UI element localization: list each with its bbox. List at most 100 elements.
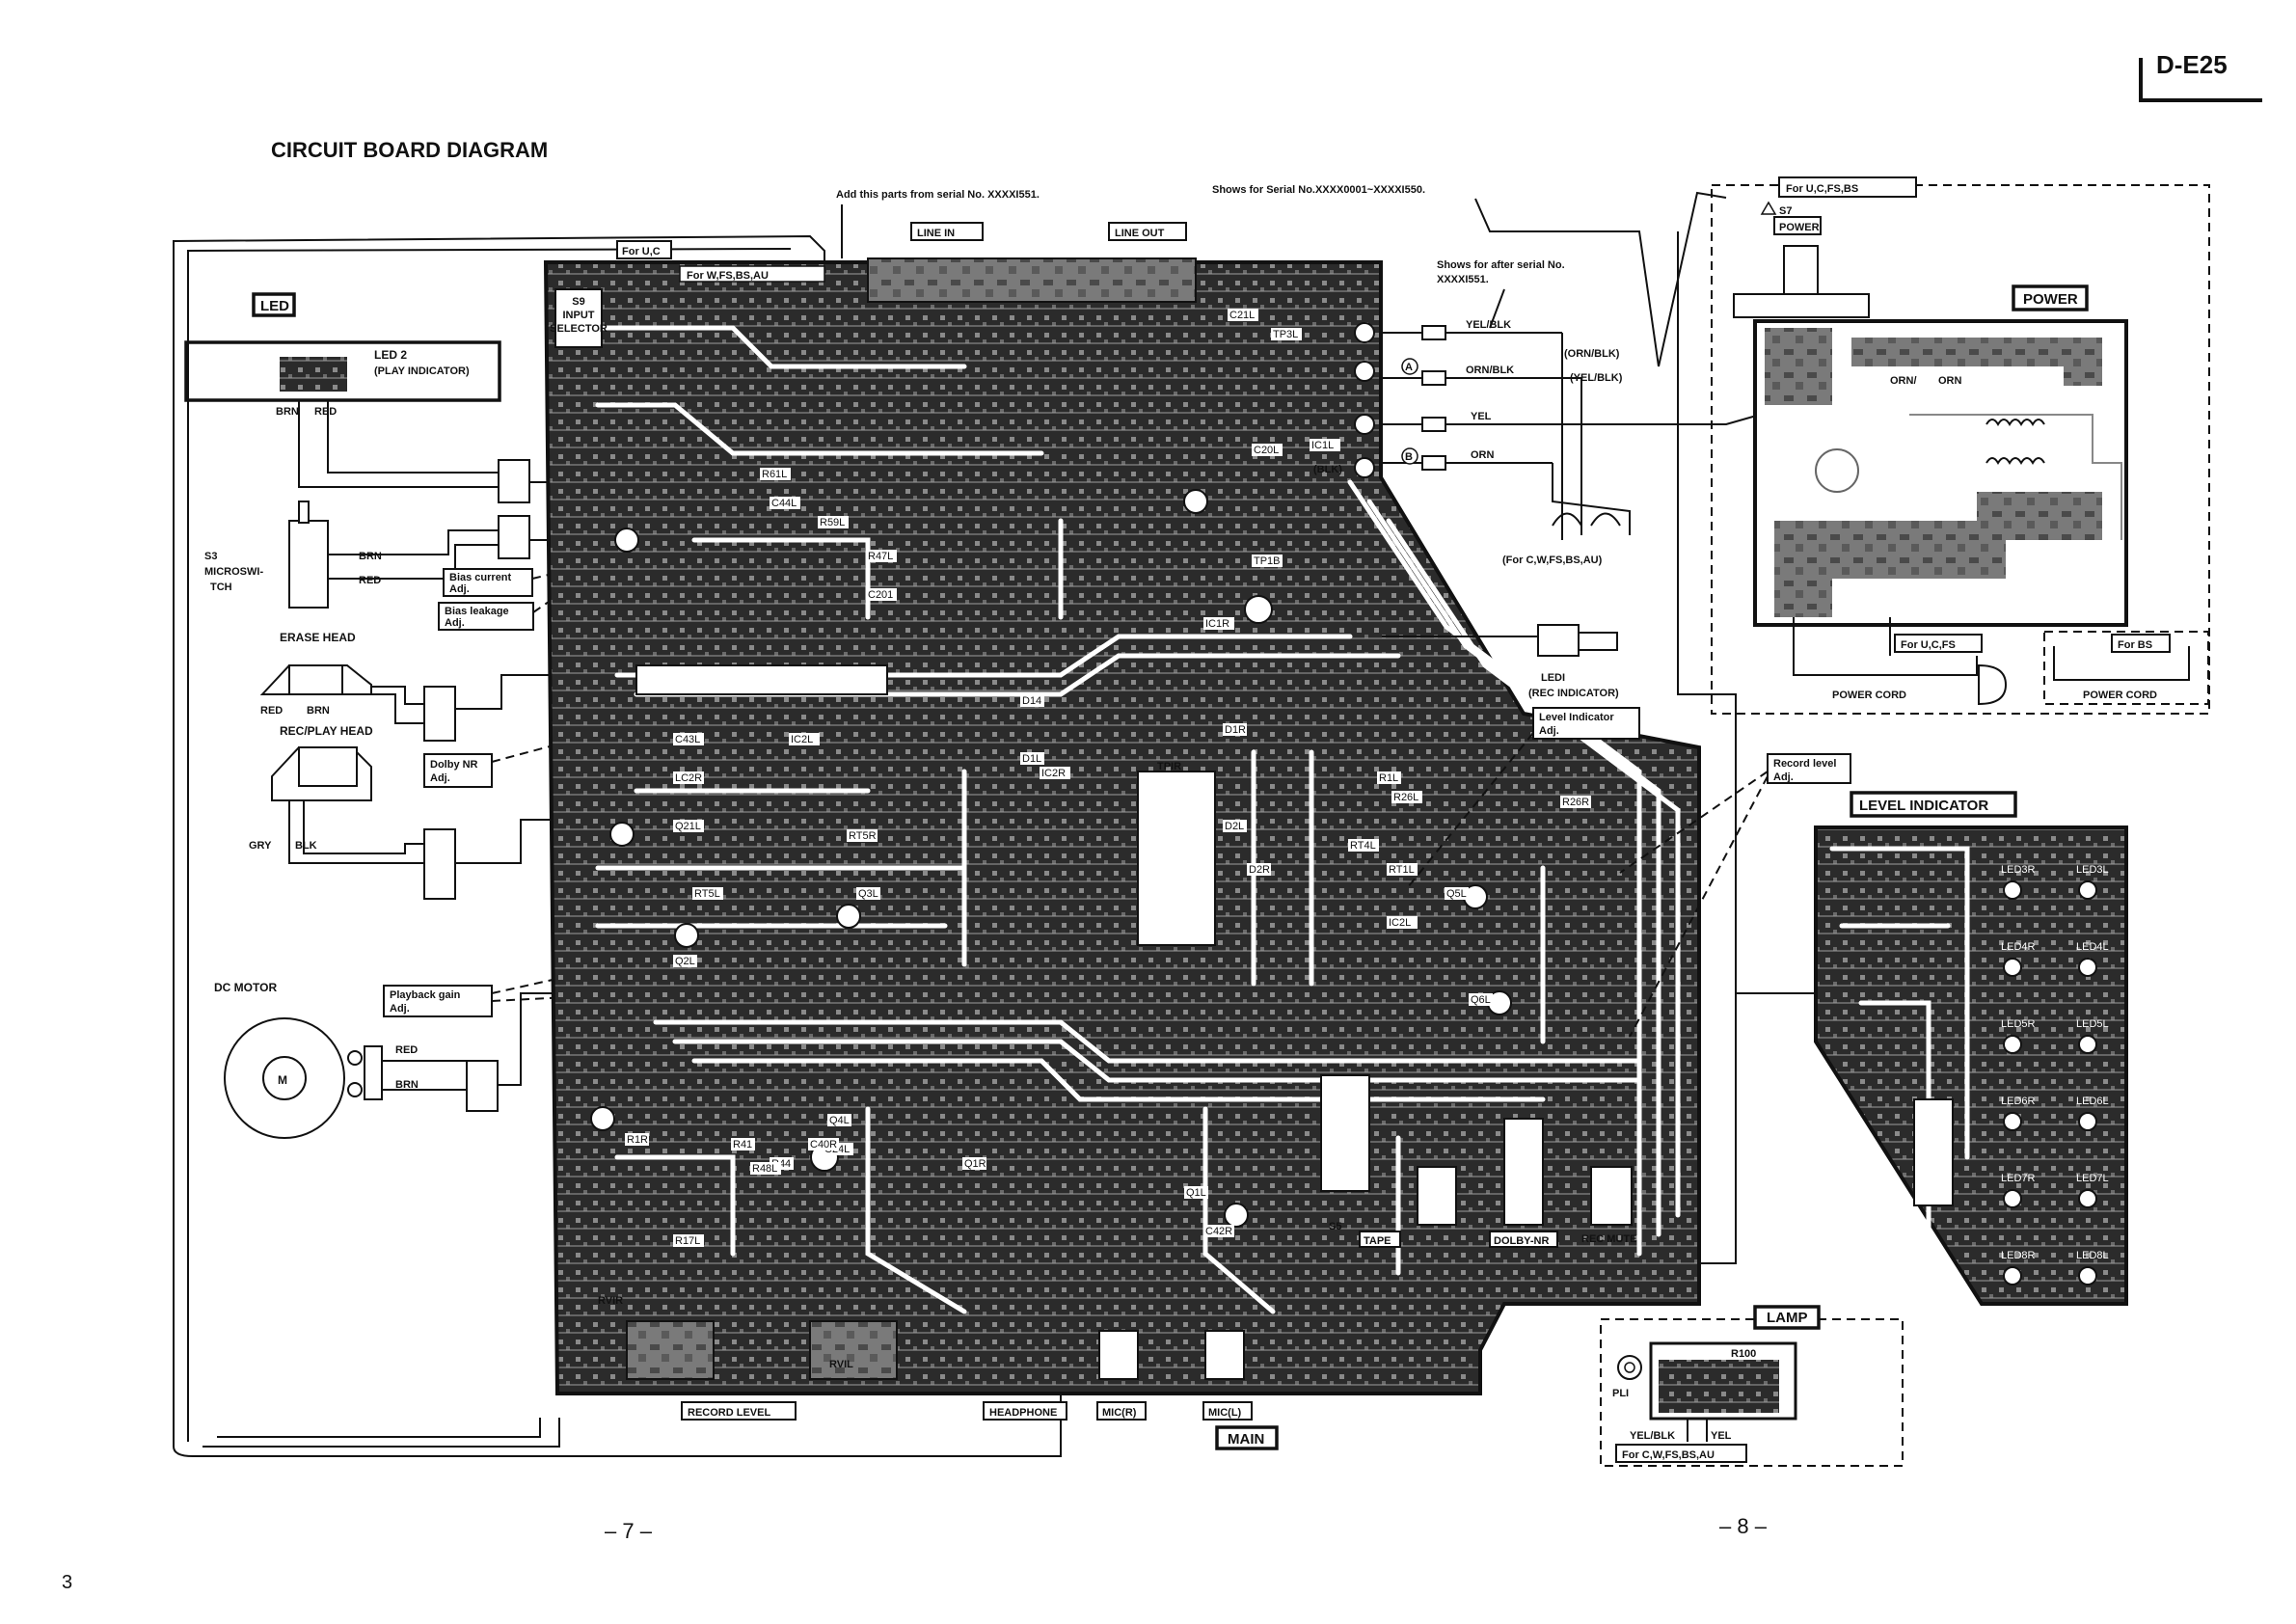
record-level-adj-callout: Record level Adj.	[1619, 753, 1851, 1038]
level-indicator-board-label: LEVEL INDICATOR	[1859, 798, 1988, 814]
power-cord-label-1: POWER CORD	[1832, 690, 1906, 701]
led1-group: LEDI (REC INDICATOR)	[1382, 624, 1619, 699]
tag-for-bs: For BS	[2118, 639, 2152, 651]
s3-label: S3	[204, 551, 217, 562]
part-ref-label: Q21L	[675, 821, 701, 832]
part-ref-label: R48L	[752, 1163, 777, 1175]
level-led-icon	[2078, 1112, 2097, 1131]
wire-yel-blk-paren: (YEL/BLK)	[1570, 372, 1623, 384]
led2-label: LED 2	[374, 348, 407, 362]
bias-current-label: Bias current	[449, 572, 512, 583]
power-wire-group: YEL/BLK ORN/BLK YEL ORN A B (ORN/BLK) (Y…	[1313, 191, 1795, 1264]
record-level-adj-sub: Adj.	[1773, 771, 1794, 783]
level-led-icon	[2078, 958, 2097, 977]
led-board-label-box	[252, 292, 296, 317]
part-ref-label: Q4L	[829, 1115, 850, 1126]
power-board-label: POWER	[2023, 291, 2078, 308]
level-indicator-adj-sub: Adj.	[1539, 725, 1559, 737]
playback-gain-adj: Adj.	[390, 1003, 410, 1015]
level-led-label: LED5R	[2001, 1018, 2036, 1030]
part-ref-label: D1R	[1225, 724, 1246, 736]
level-led-label: LED3L	[2076, 864, 2109, 876]
switch-dolby-nr	[1503, 1118, 1544, 1226]
connector-cn-head	[423, 828, 456, 900]
jack-mic-r	[1098, 1330, 1139, 1380]
power-section-group: For U,C,FS,BS S7 POWER POWER ORN/ ORN Fo…	[1711, 176, 2210, 715]
wire-orn: ORN	[1471, 449, 1495, 461]
model-frame-line	[2139, 58, 2143, 102]
marker-b: B	[1405, 451, 1413, 463]
page-number-left: – 7 –	[605, 1519, 652, 1543]
wire-yel: YEL	[1471, 411, 1492, 422]
bias-current-adj: Adj.	[449, 583, 470, 595]
part-ref-label: C42R	[1205, 1226, 1232, 1237]
s3-label-2: MICROSWI-	[204, 566, 263, 578]
dc-motor-group: DC MOTOR M RED BRN	[214, 981, 419, 1139]
part-ref-label: TP3L	[1273, 329, 1298, 340]
switch-rec-mute	[1590, 1166, 1633, 1226]
level-led-label: LED8R	[2001, 1250, 2036, 1261]
part-ref-label: Q2L	[675, 956, 695, 967]
lamp-board-label: LAMP	[1767, 1310, 1808, 1326]
power-switch-knob	[1783, 245, 1819, 295]
part-ref-label: Q3L	[858, 888, 878, 900]
part-ref-label: C20L	[1254, 445, 1279, 456]
erase-head-label: ERASE HEAD	[280, 631, 356, 644]
part-ref-label: R59L	[820, 517, 845, 528]
part-ref-label: RT4L	[1350, 840, 1376, 852]
marker-a: A	[1405, 362, 1413, 373]
level-led-label: LED6L	[2076, 1096, 2109, 1107]
lamp-section-group: LAMP R100 PLI YEL/BLK YEL For C,W,FS,BS,…	[1600, 1305, 1904, 1467]
main-ic	[1137, 771, 1216, 946]
lamp-dashed-region	[1600, 1318, 1904, 1467]
level-led-label: LED5L	[2076, 1018, 2109, 1030]
power-cord-label-2: POWER CORD	[2083, 690, 2157, 701]
led-board-label: LED	[260, 298, 289, 314]
main-ic-label: TPIR	[1157, 761, 1181, 772]
wire-orn-blk-paren: (ORN/BLK)	[1564, 348, 1620, 360]
power-switch-label: POWER	[1779, 222, 1820, 233]
connector-cn-motor	[466, 1060, 499, 1112]
s3-actuator	[298, 501, 310, 524]
part-ref-label: C43L	[675, 734, 700, 745]
note-shows-after-2: XXXXI551.	[1437, 274, 1489, 285]
for-bs-dashed	[2043, 631, 2209, 705]
wire-red-erase: RED	[260, 705, 283, 717]
s3-label-3: TCH	[210, 582, 232, 593]
part-ref-label: RT5L	[694, 888, 720, 900]
ic-row-upper	[635, 664, 888, 695]
s9-label: S9	[572, 296, 584, 308]
part-ref-label: RT5R	[849, 830, 877, 842]
level-indicator-board	[1814, 826, 2128, 1306]
main-board-group: TPIR S9 INPUT SELECTOR	[543, 240, 1701, 1395]
wire-red-led: RED	[314, 406, 337, 418]
led-board-group: LED LED 2 (PLAY INDICATOR) BRN RED	[184, 292, 501, 418]
wire-orn-blk: ORN/BLK	[1466, 365, 1514, 376]
level-led-icon	[2003, 1035, 2022, 1054]
r100-label: R100	[1731, 1348, 1756, 1360]
led-board-pcb	[280, 357, 347, 392]
level-led-icon	[2078, 1035, 2097, 1054]
level-led-label: LED4L	[2076, 941, 2109, 953]
part-ref-label: TP1B	[1254, 555, 1281, 567]
connector-cn-led	[498, 459, 530, 503]
s5-label: S5	[1329, 1221, 1341, 1232]
main-board-label: MAIN	[1228, 1431, 1264, 1448]
pot-rv1l	[809, 1320, 898, 1380]
tape-label: TAPE	[1364, 1235, 1391, 1247]
wire-orn-blk-pwr: ORN/	[1890, 375, 1917, 387]
wire-red-motor: RED	[395, 1044, 418, 1056]
part-ref-label: R41	[733, 1139, 752, 1150]
part-ref-label: IC2L	[1389, 917, 1411, 929]
tag-for-wfsbsau-main: For W,FS,BS,AU	[687, 270, 769, 282]
tag-for-ucfs: For U,C,FS	[1901, 639, 1956, 651]
level-led-label: LED7R	[2001, 1173, 2036, 1184]
part-ref-label: IC2L	[791, 734, 813, 745]
tag-for-cwfsbsau-lamp: For C,W,FS,BS,AU	[1622, 1449, 1715, 1461]
part-ref-label: D14	[1022, 695, 1041, 707]
level-led-icon	[2003, 880, 2022, 900]
level-led-icon	[2078, 1266, 2097, 1286]
part-ref-label: D2R	[1249, 864, 1270, 876]
s9-label-3: SELECTOR	[550, 323, 608, 335]
level-led-icon	[2078, 1189, 2097, 1208]
